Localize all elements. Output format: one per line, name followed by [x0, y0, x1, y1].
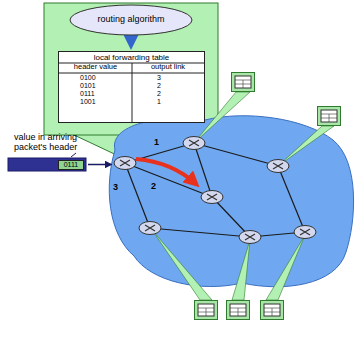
packet — [8, 158, 86, 171]
router — [267, 160, 289, 173]
routers — [114, 137, 316, 244]
router — [201, 191, 223, 204]
network-cloud — [109, 116, 353, 287]
router — [139, 222, 161, 235]
node-text: local forwarding table — [94, 52, 170, 63]
table-icon — [227, 301, 250, 320]
table-header: header value — [59, 63, 132, 72]
table-cell: 2 — [157, 90, 161, 98]
leader-line — [71, 153, 76, 157]
router — [114, 157, 136, 170]
packet-arrow — [88, 164, 111, 166]
table-icon — [195, 301, 218, 320]
link — [194, 143, 278, 166]
table-icon — [261, 301, 284, 320]
link-number: 1 — [154, 137, 159, 147]
router — [239, 231, 261, 244]
link — [194, 143, 212, 197]
link-number: 2 — [151, 181, 156, 191]
table-cell: 1001 — [80, 98, 96, 106]
flow-arrow — [129, 37, 134, 44]
ellipse-shape — [70, 5, 192, 35]
callout-wedge — [266, 235, 305, 300]
link — [125, 163, 150, 228]
table-icon — [232, 73, 255, 92]
callout-wedge — [278, 126, 334, 166]
table-header: output link — [132, 63, 204, 72]
network-links — [125, 143, 305, 237]
forwarding-arrow — [136, 159, 196, 184]
callout-wedge — [152, 230, 212, 300]
table-cell: 0100 — [80, 74, 96, 82]
table-icon — [318, 107, 341, 126]
table-cell: 0101 — [80, 82, 96, 90]
router — [294, 226, 316, 239]
table-rule — [132, 63, 133, 122]
table-cell: 0111 — [80, 90, 95, 98]
node-text: 0111 — [64, 161, 79, 169]
table-cell: 3 — [157, 74, 161, 82]
table-cell: 2 — [157, 82, 161, 90]
router — [183, 137, 205, 150]
header-field: 0111 — [58, 160, 84, 170]
annotation: value in arriving packet's header — [14, 132, 106, 153]
callout-wedge — [232, 240, 250, 300]
link — [150, 228, 250, 237]
link-number: 3 — [113, 182, 118, 192]
process-ellipse: routing algorithm — [69, 4, 193, 36]
node-text: routing algorithm — [97, 15, 164, 25]
link — [278, 166, 305, 232]
table-cell: 1 — [157, 98, 161, 106]
callout-panel — [44, 3, 218, 135]
